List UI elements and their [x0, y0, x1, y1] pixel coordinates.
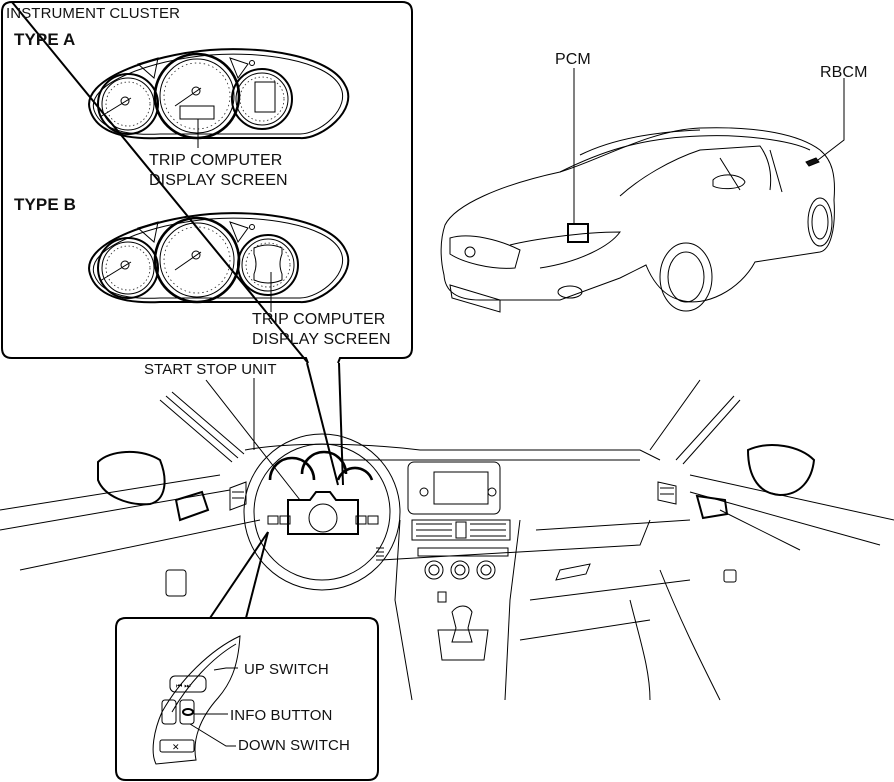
cluster-type-a — [88, 48, 349, 148]
car-illustration — [440, 127, 835, 313]
steering-switch-panel: ⏮ ⏭ ✕ — [152, 635, 241, 765]
start-stop-unit-label: START STOP UNIT — [144, 361, 277, 378]
left-mirror — [97, 450, 166, 506]
up-switch-leader — [213, 667, 238, 671]
info-button-label: INFO BUTTON — [230, 707, 333, 724]
svg-text:✕: ✕ — [172, 742, 180, 752]
type-a-callout-line2: DISPLAY SCREEN — [149, 172, 288, 189]
pcm-label: PCM — [555, 51, 591, 68]
steering-wheel — [243, 433, 401, 591]
rbcm-module — [805, 157, 820, 167]
volume-switch — [161, 699, 177, 725]
steering-switch-callout-box — [115, 617, 379, 781]
rbcm-leader — [817, 78, 845, 161]
steering-hub — [287, 491, 359, 535]
gear-shifter — [451, 605, 473, 643]
type-b-label: TYPE B — [14, 195, 77, 214]
dashboard-illustration — [0, 379, 894, 701]
up-switch-label: UP SWITCH — [244, 661, 329, 678]
right-mirror — [746, 444, 816, 497]
type-b-callout-line2: DISPLAY SCREEN — [252, 331, 391, 348]
down-switch-leader — [189, 723, 236, 747]
infotainment-bezel — [407, 461, 501, 515]
type-a-label: TYPE A — [14, 30, 76, 49]
rbcm-label: RBCM — [820, 64, 868, 81]
trip-computer-display-a — [179, 105, 215, 120]
down-switch-label: DOWN SWITCH — [238, 737, 350, 754]
info-button — [182, 708, 194, 716]
trip-computer-display-b — [253, 244, 283, 284]
instrument-cluster-callout-box — [1, 0, 413, 364]
type-b-callout-line1: TRIP COMPUTER — [252, 311, 386, 328]
track-switch — [169, 675, 207, 693]
type-a-callout-line1: TRIP COMPUTER — [149, 152, 283, 169]
mute-switch — [159, 739, 195, 753]
pcm-module — [567, 223, 589, 243]
cluster-type-b — [88, 212, 349, 312]
infotainment-screen — [433, 471, 489, 505]
center-vents — [411, 519, 511, 541]
instrument-cluster-title: INSTRUMENT CLUSTER — [6, 5, 181, 22]
svg-text:⏮ ⏭: ⏮ ⏭ — [176, 683, 191, 690]
speedometer-gauge — [153, 52, 241, 140]
tachometer-gauge — [97, 73, 159, 135]
